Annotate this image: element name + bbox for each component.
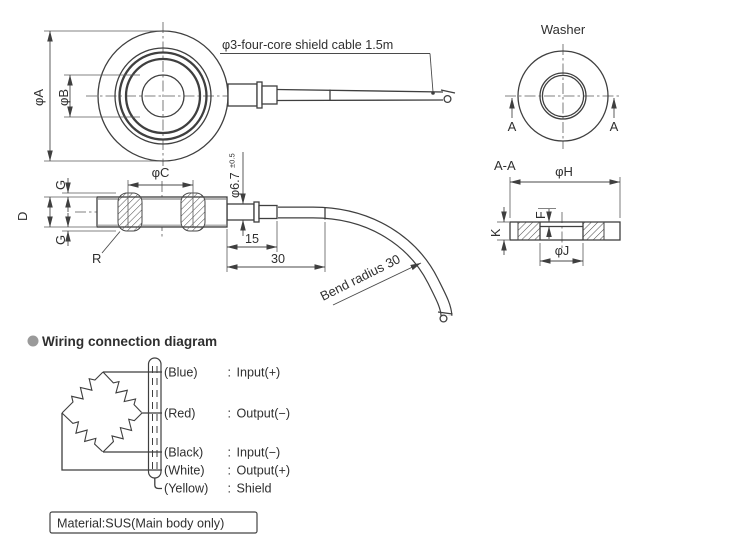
ring-outer-thin-circle xyxy=(114,47,212,145)
wire-color-black: (Black) xyxy=(164,446,203,460)
cable-note-leader xyxy=(429,53,434,93)
dim-phi67-label: φ6.7 xyxy=(228,172,242,198)
wire-signal-0: Input(+) xyxy=(237,366,281,380)
wire-signal-2: Input(−) xyxy=(237,446,281,460)
wiring-title: Wiring connection diagram xyxy=(42,334,217,349)
dim-d-label: D xyxy=(15,212,30,221)
disc-body xyxy=(96,196,228,228)
wire-color-blue: (Blue) xyxy=(164,366,198,380)
wire-signal-1: Output(−) xyxy=(237,407,291,421)
bridge-resistor-top-left xyxy=(57,367,108,418)
dim-phi-h-label: φH xyxy=(555,164,573,179)
load-cell-top-view: φA φB φ3-four-core shield cable 1.5m xyxy=(31,22,456,166)
wire-colon-2: : xyxy=(228,446,232,460)
connector-sleeve-top xyxy=(261,85,278,105)
wire-white xyxy=(61,413,162,471)
radius-leader xyxy=(101,231,121,254)
dim-f-label: F xyxy=(534,211,548,219)
dim-g-bottom-label: G xyxy=(53,235,68,245)
washer-hole-outer-circle xyxy=(539,72,587,120)
washer-outer-circle xyxy=(517,50,609,142)
bridge-resistor-bottom-right xyxy=(98,408,147,457)
material-note-box: Material:SUS(Main body only) xyxy=(49,511,258,534)
washer-section-outline xyxy=(509,221,621,241)
wire-signal-4: Shield xyxy=(237,482,272,496)
washer-section-hatch-right xyxy=(582,221,605,241)
dim-g-top-label: G xyxy=(53,180,68,190)
bullet-icon xyxy=(27,335,39,347)
connector-sleeve-side xyxy=(258,204,278,220)
dim-phi-a-label: φA xyxy=(31,89,46,106)
wire-signal-3: Output(+) xyxy=(237,464,291,478)
cable-end-curl-side xyxy=(439,314,448,323)
leader-dot xyxy=(431,91,435,95)
connector-neck-side xyxy=(226,203,255,221)
ring-outer-circle xyxy=(118,51,208,141)
dim-phi-c-label: φC xyxy=(152,165,170,180)
wire-colon-0: : xyxy=(228,366,232,380)
cable-inner xyxy=(278,207,452,317)
connector-flange-side xyxy=(253,201,260,223)
wire-colon-1: : xyxy=(228,407,232,421)
wiring-diagram: Wiring connection diagram (Blue) : Input… xyxy=(27,334,290,496)
radius-label: R xyxy=(92,251,101,266)
cable-shield-sheath xyxy=(147,357,162,479)
ring-section-left xyxy=(117,192,143,232)
washer-hole-inner-circle xyxy=(541,74,585,118)
wire-color-yellow: (Yellow) xyxy=(164,482,208,496)
wire-label-row: (Blue) : Input(+) (Red) : Output(−) (Bla… xyxy=(164,366,290,496)
ring-inner-circle xyxy=(124,57,202,135)
connector-flange-top xyxy=(256,81,263,109)
section-aa-view: A-A φH K F φJ xyxy=(489,158,621,266)
washer-title: Washer xyxy=(541,22,586,37)
wire-yellow xyxy=(154,478,162,490)
bend-radius-arrow xyxy=(332,262,422,306)
dim-k-label: K xyxy=(489,228,503,237)
load-cell-side-view: φC G D G R φ6.7 ±0.5 15 30 Bend radius 3… xyxy=(15,152,453,323)
material-note-border xyxy=(49,511,258,534)
cable-end-curl xyxy=(443,94,452,104)
connector-neck-top xyxy=(227,83,258,107)
wire-colon-4: : xyxy=(228,482,232,496)
section-aa-title: A-A xyxy=(494,158,516,173)
material-note: Material:SUS(Main body only) xyxy=(57,517,224,531)
dim-phi-b-label: φB xyxy=(56,89,71,106)
section-marker-a-right: A xyxy=(610,119,619,134)
bridge-resistor-top-right xyxy=(98,368,146,417)
washer-section-hatch-left xyxy=(517,221,541,241)
wire-color-red: (Red) xyxy=(164,407,196,421)
dim-phi-j-label: φJ xyxy=(555,244,569,258)
section-marker-a-left: A xyxy=(508,119,517,134)
wire-color-white: (White) xyxy=(164,464,205,478)
dim-phi67-tol-label: ±0.5 xyxy=(228,153,237,168)
wire-colon-3: : xyxy=(228,464,232,478)
washer-top-view: Washer A A xyxy=(505,22,621,149)
cable-note-label: φ3-four-core shield cable 1.5m xyxy=(222,38,393,52)
dim-30-label: 30 xyxy=(271,252,285,266)
bridge-resistor-bottom-left xyxy=(58,408,107,456)
dim-15-label: 15 xyxy=(245,232,259,246)
center-hole-circle xyxy=(141,74,185,118)
